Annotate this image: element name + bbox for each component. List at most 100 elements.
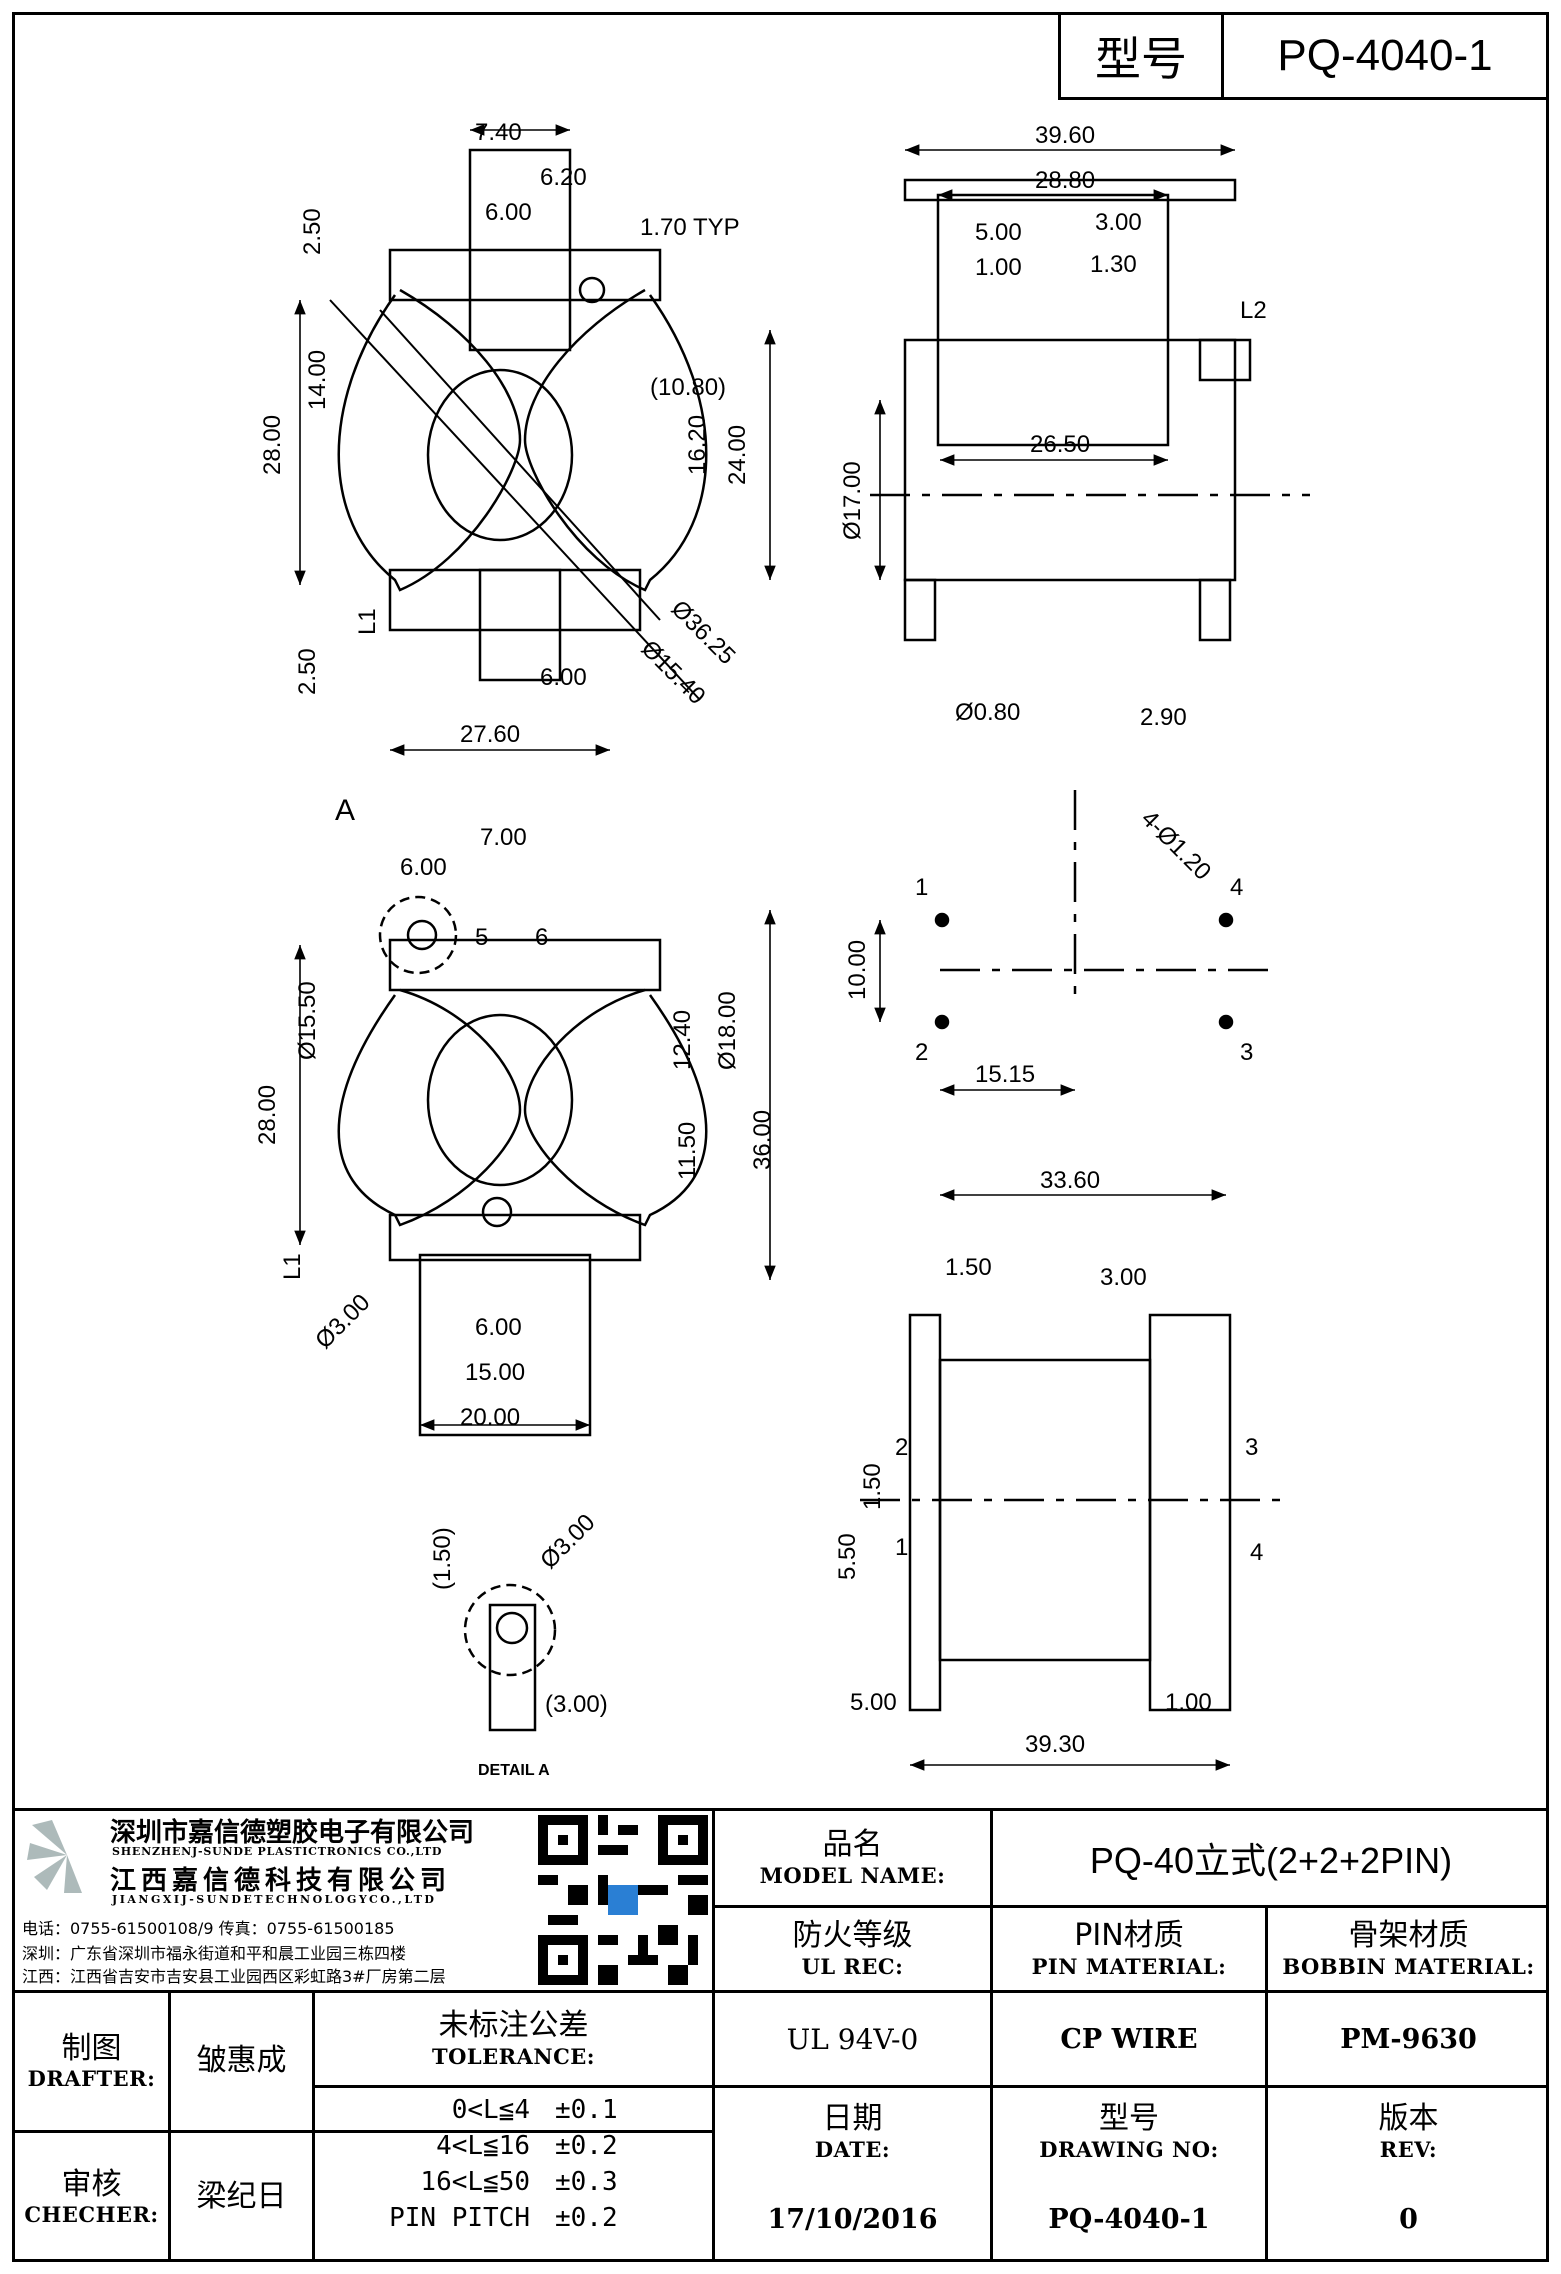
dim-24-00: 24.00	[724, 425, 751, 485]
tolerance-en: TOLERANCE:	[431, 2043, 596, 2069]
dim-10-00: 10.00	[844, 940, 871, 1000]
dim-12-40: 12.40	[669, 1010, 696, 1070]
front-pin-1: 1	[895, 1534, 908, 1561]
product-name-label-cell: 品名 MODEL NAME:	[715, 1811, 990, 1905]
dim-18-00: Ø18.00	[714, 991, 741, 1070]
dimension-lines	[294, 124, 1235, 1771]
view-top	[329, 148, 708, 701]
tolerance-range-3: 16<L≦50	[420, 2167, 530, 2197]
dim-1-50-paren: (1.50)	[429, 1527, 456, 1590]
pin-value: CP WIRE	[1060, 2023, 1198, 2055]
dim-L2: L2	[1240, 297, 1267, 324]
dim-6-00-d: 6.00	[475, 1314, 522, 1341]
view-front	[860, 1313, 1290, 1712]
dim-15-50: Ø15.50	[294, 981, 321, 1060]
dim-10-80: (10.80)	[650, 374, 726, 401]
dim-36-00: 36.00	[749, 1110, 776, 1170]
dim-16-20: 16.20	[684, 415, 711, 475]
dim-6-00-c: 6.00	[400, 854, 447, 881]
date-label-cell: 日期 DATE:	[715, 2088, 990, 2176]
pin-label-1: 1	[915, 874, 928, 901]
dim-5-00-b: 5.00	[850, 1689, 897, 1716]
pin-6: 6	[535, 924, 548, 951]
dim-1-50: 1.50	[945, 1254, 992, 1281]
dim-7-40: 7.40	[475, 119, 522, 146]
dim-15-00: 15.00	[465, 1359, 525, 1386]
checker-en: CHECHER:	[24, 2202, 159, 2228]
front-pin-2: 2	[895, 1434, 908, 1461]
dim-2-50-b: 2.50	[294, 648, 321, 695]
detail-a-label: DETAIL A	[478, 1762, 550, 1779]
pin-cn: PIN材质	[1074, 1918, 1184, 1954]
pin-en: PIN MATERIAL:	[1031, 1953, 1227, 1979]
tolerance-value-2: ±0.2	[555, 2131, 618, 2161]
dim-2-50-a: 2.50	[299, 208, 326, 255]
product-name-value: PQ-40立式(2+2+2PIN)	[1089, 1840, 1453, 1881]
dim-5-50: 5.50	[834, 1533, 861, 1580]
dim-7-00: 7.00	[480, 824, 527, 851]
ul-label-cell: 防火等级 UL REC:	[715, 1908, 990, 1990]
view-bottom	[337, 895, 708, 1437]
company-address-sz: 深圳：广东省深圳市福永街道和平和晨工业园三栋四楼	[22, 1944, 407, 1963]
model-label-box: 型号	[1058, 12, 1224, 100]
rev-value: 0	[1399, 2203, 1418, 2235]
drafter-label-cell: 制图 DRAFTER:	[15, 1993, 168, 2130]
rev-en: REV:	[1379, 2136, 1438, 2162]
dim-27-60: 27.60	[460, 721, 520, 748]
bobbin-value: PM-9630	[1340, 2023, 1477, 2055]
dim-2-90: 2.90	[1140, 704, 1187, 731]
dim-15-15: 15.15	[975, 1061, 1035, 1088]
bobbin-cn: 骨架材质	[1348, 1918, 1469, 1954]
pin-label-3: 3	[1240, 1039, 1253, 1066]
dim-26-50: 26.50	[1030, 431, 1090, 458]
pin-5: 5	[475, 924, 488, 951]
dim-5-00: 5.00	[975, 219, 1022, 246]
pin-label-2: 2	[915, 1039, 928, 1066]
drafter-cn: 制图	[61, 2030, 122, 2066]
drafter-en: DRAFTER:	[27, 2066, 156, 2092]
dim-1-30: 1.30	[1090, 251, 1137, 278]
drawing-no-label-cell: 型号 DRAWING NO:	[993, 2088, 1265, 2176]
pin-label-4: 4	[1230, 874, 1243, 901]
company-phone: 电话：0755-61500108/9 传真：0755-61500185	[22, 1919, 395, 1938]
checker-name: 梁纪日	[196, 2179, 287, 2215]
tolerance-cn: 未标注公差	[438, 2008, 589, 2044]
product-name-en: MODEL NAME:	[759, 1862, 946, 1888]
drawing-no-cn: 型号	[1099, 2101, 1159, 2137]
tolerance-value-1: ±0.1	[555, 2095, 618, 2125]
dim-3-00-c: 3.00	[1100, 1264, 1147, 1291]
company-logo	[22, 1815, 112, 1895]
tolerance-range-1: 0<L≦4	[451, 2095, 530, 2125]
view-side	[870, 178, 1310, 642]
ul-en: UL REC:	[801, 1953, 904, 1979]
tolerance-range-2: 4<L≦16	[436, 2131, 530, 2161]
view-detail-a	[463, 1583, 557, 1732]
bobbin-label-cell: 骨架材质 BOBBIN MATERIAL:	[1268, 1908, 1549, 1990]
ul-cn: 防火等级	[792, 1918, 913, 1954]
dim-28-00-a: 28.00	[259, 415, 286, 475]
model-value: PQ-4040-1	[1277, 31, 1493, 80]
tolerance-value-4: ±0.2	[555, 2203, 618, 2233]
drawing-no-en: DRAWING NO:	[1039, 2136, 1219, 2162]
company-name-cn-1: 深圳市嘉信德塑胶电子有限公司	[110, 1818, 475, 1848]
drawing-no-value: PQ-4040-1	[1048, 2203, 1210, 2235]
tolerance-header-cell: 未标注公差 TOLERANCE:	[315, 1993, 712, 2085]
company-address-jx: 江西：江西省吉安市吉安县工业园西区彩虹路3#厂房第二层	[22, 1967, 446, 1986]
dim-3-00-a: 3.00	[1095, 209, 1142, 236]
dim-3-00-paren: (3.00)	[545, 1691, 608, 1718]
date-cn: 日期	[822, 2101, 883, 2137]
dim-1-00-b: 1.00	[1165, 1689, 1212, 1716]
company-name-en-2: JIANGXIJ-SUNDETECHNOLOGYCO.,LTD	[112, 1893, 437, 1906]
bobbin-en: BOBBIN MATERIAL:	[1282, 1953, 1535, 1979]
company-name-cn-2: 江西嘉信德科技有限公司	[110, 1866, 452, 1896]
dim-L1: L1	[354, 608, 381, 635]
rev-label-cell: 版本 REV:	[1268, 2088, 1549, 2176]
view-pin-layout	[934, 790, 1270, 1030]
product-name-cn: 品名	[822, 1827, 883, 1863]
dim-11-50: 11.50	[674, 1122, 701, 1180]
dim-6-00-a: 6.00	[485, 199, 532, 226]
tolerance-range-4: PIN PITCH	[389, 2203, 530, 2233]
checker-label-cell: 审核 CHECHER:	[15, 2133, 168, 2262]
model-label: 型号	[1095, 32, 1187, 86]
